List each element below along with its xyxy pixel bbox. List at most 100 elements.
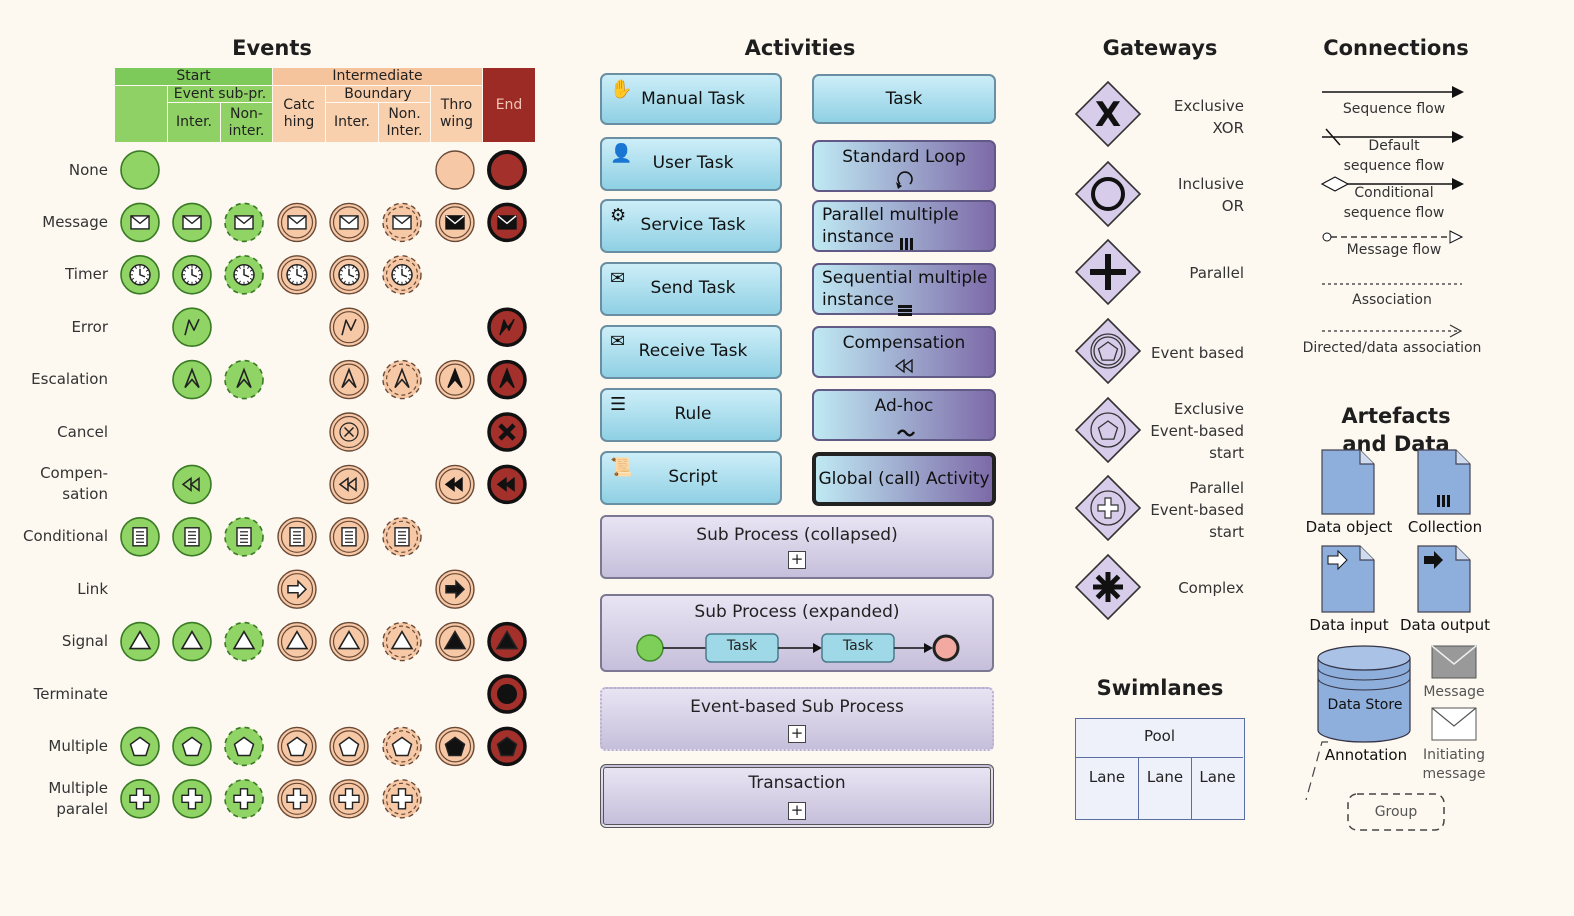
lane-2[interactable]: Lane [1139, 758, 1192, 819]
event-cancel-7[interactable] [487, 412, 527, 452]
task-marker-sequential[interactable]: Sequential multiple instance [812, 263, 996, 316]
gateway-circle-icon[interactable] [1074, 160, 1142, 228]
event-based-sub-process[interactable]: Event-based Sub Process + [600, 687, 994, 751]
event-list-4[interactable] [329, 517, 369, 557]
gateway-x-icon[interactable]: X [1074, 80, 1142, 148]
sub-process-expanded[interactable]: Sub Process (expanded) Task Task [600, 594, 994, 672]
gateway-asterisk-icon[interactable] [1074, 553, 1142, 621]
event-row-label-4: Escalation [31, 370, 108, 389]
event-rewind-1[interactable] [172, 464, 212, 505]
event-triangle-0[interactable] [120, 621, 160, 662]
event-plus-4[interactable] [329, 779, 369, 819]
event-pentagon-7[interactable] [487, 726, 527, 767]
event-plus-2[interactable] [224, 778, 264, 819]
event-triangle-6[interactable] [435, 621, 475, 662]
event-envelope-6[interactable] [435, 202, 475, 243]
event-envelope-1[interactable] [172, 202, 212, 243]
gateway-plus-icon[interactable] [1074, 238, 1142, 306]
event-rewind-4[interactable] [329, 464, 369, 505]
task-marker-compensation[interactable]: Compensation [812, 326, 996, 378]
task-marker-call[interactable]: Global (call) Activity [812, 452, 996, 506]
marker-call-icon [816, 456, 1000, 510]
event-clock-2[interactable] [224, 254, 264, 295]
event-pentagon-6[interactable] [435, 726, 475, 767]
event-rewind-7[interactable] [487, 464, 527, 505]
task-marker-parallel[interactable]: Parallel multiple instance [812, 200, 996, 252]
task-script[interactable]: 📜Script [600, 451, 782, 505]
task-service-task[interactable]: ⚙Service Task [600, 199, 782, 253]
sub-process-collapsed[interactable]: Sub Process (collapsed) + [600, 515, 994, 579]
event-pentagon-4[interactable] [329, 726, 369, 767]
event-pentagon-3[interactable] [277, 726, 317, 767]
gateway-parstart-icon[interactable] [1074, 474, 1142, 542]
event-envelope-0[interactable] [120, 202, 160, 243]
event-escalation-5[interactable] [382, 359, 422, 400]
event-sub-plus-icon[interactable]: + [788, 725, 806, 743]
event-escalation-4[interactable] [329, 359, 369, 400]
lane-1[interactable]: Lane [1076, 758, 1139, 819]
event-list-5[interactable] [382, 517, 422, 557]
event-plus-1[interactable] [172, 778, 212, 819]
event-triangle-7[interactable] [487, 621, 527, 662]
lane-3[interactable]: Lane [1192, 758, 1243, 819]
event-rewind-6[interactable] [435, 464, 475, 505]
event-triangle-2[interactable] [224, 621, 264, 662]
collapsed-plus-icon[interactable]: + [788, 551, 806, 569]
event-none-0[interactable] [120, 150, 160, 190]
event-clock-1[interactable] [172, 254, 212, 295]
event-escalation-2[interactable] [224, 359, 264, 400]
event-pentagon-5[interactable] [382, 726, 422, 767]
event-plus-0[interactable] [120, 778, 160, 819]
event-envelope-3[interactable] [277, 202, 317, 243]
event-escalation-1[interactable] [172, 359, 212, 400]
boundary-header: Boundary [326, 86, 430, 102]
event-clock-5[interactable] [382, 255, 422, 295]
event-triangle-1[interactable] [172, 621, 212, 662]
event-triangle-3[interactable] [277, 621, 317, 662]
pool[interactable]: Pool Lane Lane Lane [1075, 718, 1245, 820]
task-rule[interactable]: ☰Rule [600, 388, 782, 442]
gateway-event-icon[interactable] [1074, 317, 1142, 385]
task-marker-loop[interactable]: Standard Loop [812, 140, 996, 192]
transaction-plus-icon[interactable]: + [788, 802, 806, 820]
event-arrow-3[interactable] [277, 569, 317, 609]
event-clock-3[interactable] [277, 255, 317, 295]
event-arrow-6[interactable] [435, 569, 475, 609]
task-user-task[interactable]: 👤User Task [600, 137, 782, 191]
events-heading: Events [232, 36, 312, 60]
event-list-2[interactable] [224, 516, 264, 557]
event-lightning-4[interactable] [329, 307, 369, 347]
event-escalation-7[interactable] [487, 359, 527, 400]
event-list-1[interactable] [172, 516, 212, 557]
event-lightning-7[interactable] [487, 307, 527, 347]
event-envelope-7[interactable] [487, 202, 527, 243]
transaction[interactable]: Transaction + [600, 764, 994, 828]
gateway-exstart-icon[interactable] [1074, 396, 1142, 464]
event-envelope-5[interactable] [382, 202, 422, 243]
task-manual-task[interactable]: ✋Manual Task [600, 73, 782, 125]
event-none-6[interactable] [435, 150, 475, 190]
event-envelope-4[interactable] [329, 202, 369, 243]
event-plus-5[interactable] [382, 779, 422, 819]
event-pentagon-1[interactable] [172, 726, 212, 767]
event-none-7[interactable] [487, 150, 527, 190]
event-pentagon-2[interactable] [224, 726, 264, 767]
task-send-task[interactable]: ✉Send Task [600, 262, 782, 316]
task-receive-task[interactable]: ✉Receive Task [600, 325, 782, 379]
event-pentagon-0[interactable] [120, 726, 160, 767]
event-triangle-4[interactable] [329, 621, 369, 662]
event-envelope-2[interactable] [224, 202, 264, 243]
event-plus-3[interactable] [277, 779, 317, 819]
event-clock-4[interactable] [329, 255, 369, 295]
task-marker-plain[interactable]: Task [812, 74, 996, 124]
event-list-3[interactable] [277, 517, 317, 557]
task-marker-adhoc[interactable]: Ad-hoc [812, 389, 996, 441]
event-triangle-5[interactable] [382, 621, 422, 662]
event-cancel-4[interactable] [329, 412, 369, 452]
collection-icon [1417, 449, 1471, 515]
event-list-0[interactable] [120, 516, 160, 557]
event-terminate-7[interactable] [487, 674, 527, 714]
event-lightning-1[interactable] [172, 307, 212, 348]
event-clock-0[interactable] [120, 254, 160, 295]
event-escalation-6[interactable] [435, 359, 475, 400]
